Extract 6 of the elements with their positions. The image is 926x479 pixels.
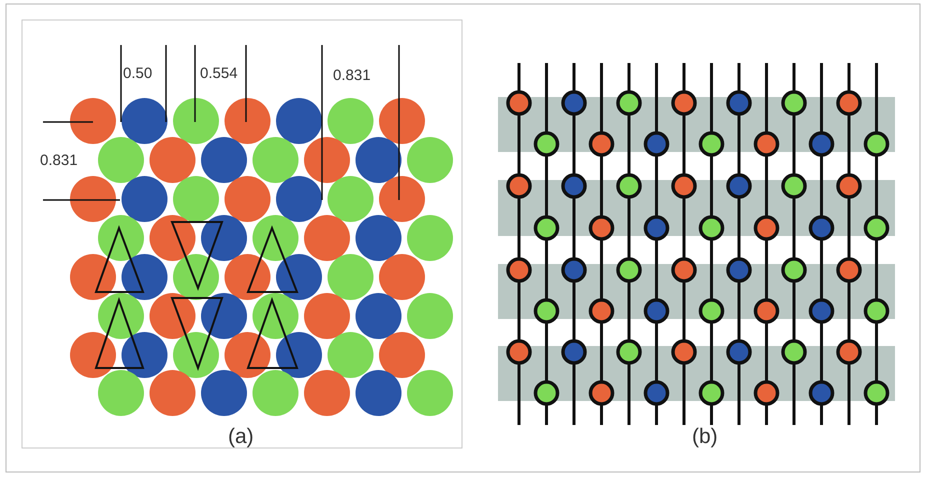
dimension-label: 0.554 (200, 66, 238, 81)
dimension-label: 0.831 (333, 68, 371, 83)
panel-label: (a) (228, 426, 254, 447)
dimension-label: 0.50 (123, 66, 152, 81)
dimension-label: 0.831 (40, 153, 78, 168)
panel-label: (b) (692, 426, 718, 447)
